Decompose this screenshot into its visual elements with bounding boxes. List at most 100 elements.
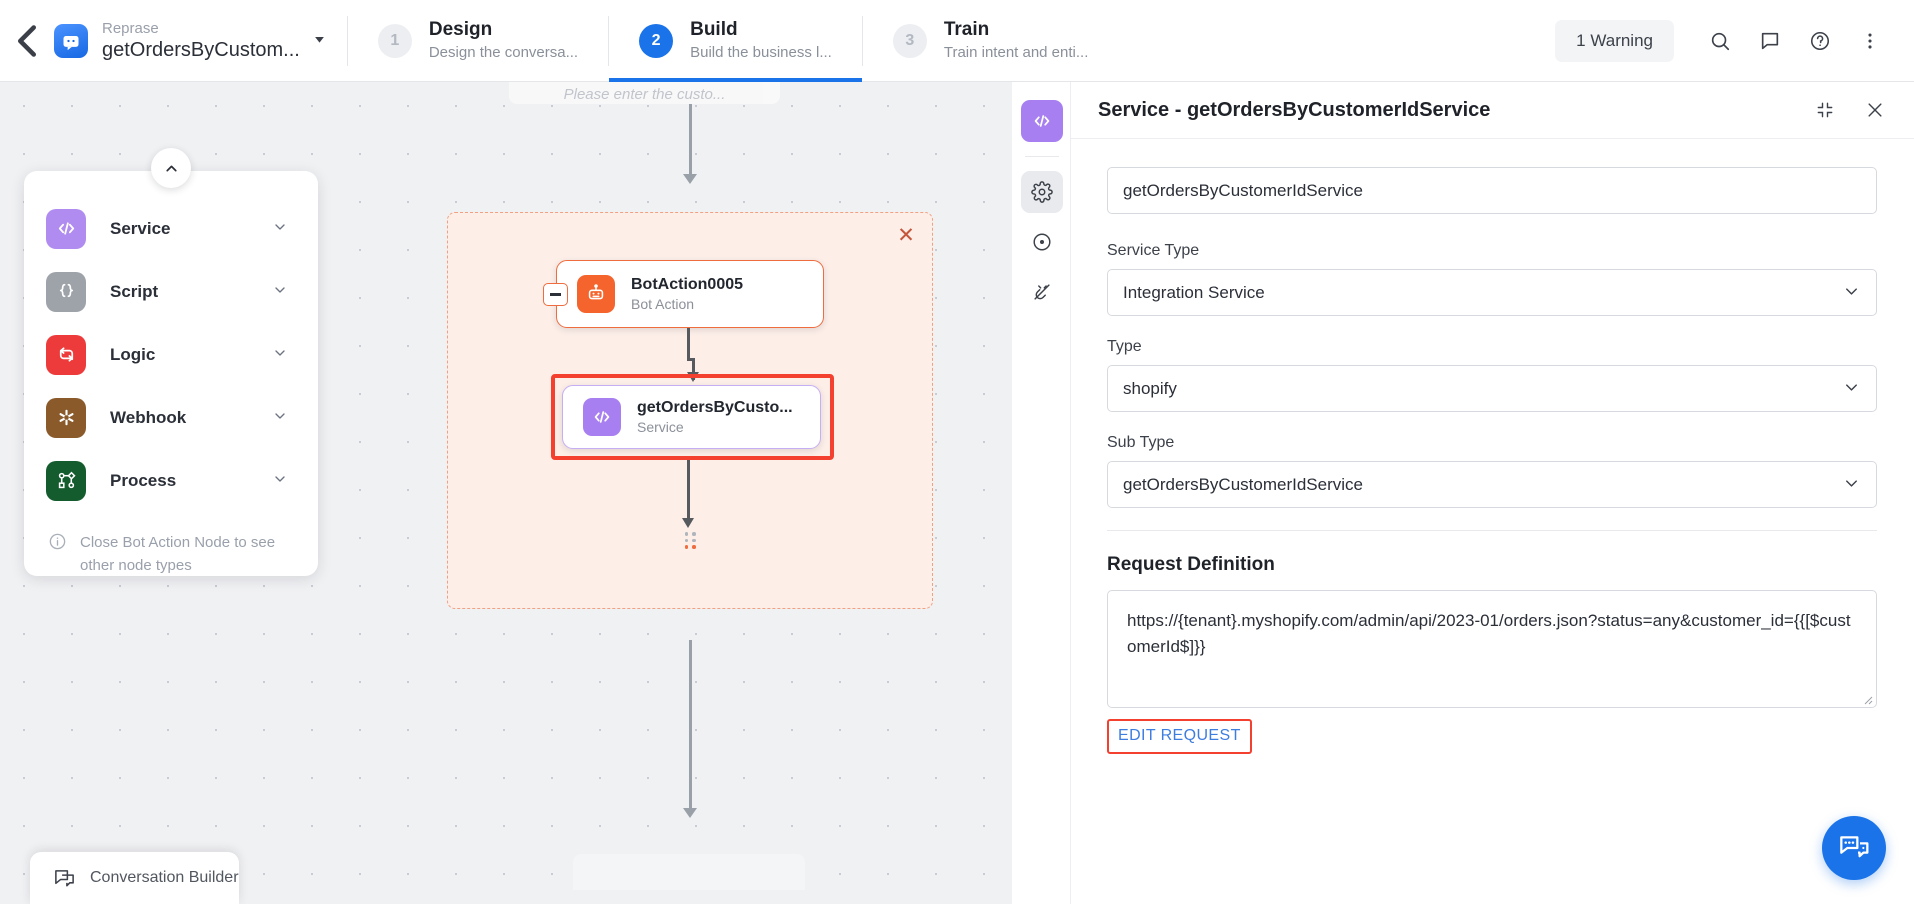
resize-grip-icon[interactable] — [1861, 693, 1873, 705]
divider — [1024, 156, 1059, 157]
connector-line — [687, 358, 695, 361]
node-graph-icon — [46, 460, 86, 501]
conversation-builder-button[interactable]: Conversation Builder — [30, 852, 239, 904]
step-subtitle: Build the business l... — [690, 44, 832, 61]
more-vertical-icon — [1868, 32, 1872, 49]
step-subtitle: Design the conversa... — [428, 44, 579, 61]
rail-button-settings[interactable] — [1020, 171, 1063, 213]
app-logo — [54, 23, 88, 58]
node-subtitle: Service — [637, 419, 684, 435]
palette-item-process[interactable]: Process — [24, 449, 318, 512]
connector-arrow — [683, 808, 697, 818]
palette-item-script[interactable]: Script — [24, 260, 318, 323]
chevron-up-icon — [165, 165, 177, 171]
plug-off-icon — [1033, 284, 1050, 300]
sub-type-select[interactable]: getOrdersByCustomerIdService — [1107, 461, 1877, 508]
selection-highlight — [551, 374, 834, 460]
node-service[interactable]: getOrdersByCusto... Service — [562, 385, 821, 449]
palette-collapse-button[interactable] — [151, 148, 191, 188]
panel-header: Service - getOrdersByCustomerIdService — [1071, 82, 1914, 139]
type-select[interactable]: shopify — [1107, 365, 1877, 412]
palette-item-webhook[interactable]: Webhook — [24, 386, 318, 449]
bot-selector[interactable]: Reprase getOrdersByCustom... — [54, 19, 347, 63]
robot-icon — [577, 275, 615, 313]
chat-widget-icon — [1840, 836, 1869, 858]
target-icon — [1032, 233, 1051, 251]
search-button[interactable] — [1698, 19, 1742, 63]
chat-bot-logo-icon — [63, 35, 79, 50]
request-url-value: https://{tenant}.myshopify.com/admin/api… — [1127, 611, 1851, 656]
panel-close-button[interactable] — [1858, 93, 1892, 127]
step-build[interactable]: 2 Build Build the business l... — [609, 0, 862, 82]
panel-title: Service - getOrdersByCustomerIdService — [1098, 98, 1491, 121]
step-number: 1 — [377, 23, 412, 58]
ghost-node-above: Please enter the custo... — [509, 82, 780, 104]
divider — [346, 15, 348, 66]
step-number: 3 — [892, 23, 927, 58]
palette-item-label: Process — [110, 470, 177, 490]
edit-request-link[interactable]: EDIT REQUEST — [1118, 727, 1241, 744]
divider — [608, 15, 610, 66]
chevron-down-icon[interactable] — [272, 408, 288, 427]
palette-item-logic[interactable]: Logic — [24, 323, 318, 386]
connector-line — [687, 460, 690, 522]
divider — [861, 15, 863, 66]
chevron-down-icon[interactable] — [272, 471, 288, 490]
node-palette: Service Script — [24, 148, 318, 576]
request-definition-label: Request Definition — [1107, 554, 1275, 575]
rail-button-service[interactable] — [1020, 100, 1063, 142]
palette-note-text: Close Bot Action Node to see other node … — [80, 534, 276, 574]
add-node-handle[interactable] — [679, 532, 701, 562]
back-button[interactable] — [0, 0, 54, 82]
brand-label: Reprase — [102, 19, 159, 37]
help-icon — [1810, 31, 1830, 50]
sub-type-value: getOrdersByCustomerIdService — [1123, 474, 1363, 494]
more-options-button[interactable] — [1848, 19, 1892, 63]
step-number: 2 — [639, 23, 674, 58]
connector-line — [689, 104, 692, 176]
info-icon — [49, 533, 66, 550]
edit-request-highlight: EDIT REQUEST — [1107, 719, 1252, 754]
collapse-icon — [1817, 102, 1833, 118]
chevron-down-icon[interactable] — [312, 32, 327, 50]
minus-icon[interactable] — [543, 283, 568, 306]
connector-line — [689, 640, 692, 810]
node-title: getOrdersByCusto... — [637, 399, 793, 416]
bot-name-label: getOrdersByCustom... — [102, 38, 300, 61]
top-bar: Reprase getOrdersByCustom... 1 Design De… — [0, 0, 1914, 82]
rail-button-disconnect[interactable] — [1021, 271, 1063, 313]
rail-button-target[interactable] — [1021, 221, 1063, 263]
palette-item-label: Logic — [110, 344, 156, 364]
request-url-textarea[interactable]: https://{tenant}.myshopify.com/admin/api… — [1107, 590, 1877, 708]
chevron-down-icon[interactable] — [272, 345, 288, 364]
code-brackets-icon — [1034, 115, 1049, 127]
service-name-value: getOrdersByCustomerIdService — [1123, 180, 1363, 200]
step-train[interactable]: 3 Train Train intent and enti... — [863, 0, 1119, 82]
comment-icon — [1761, 32, 1779, 49]
service-type-value: Integration Service — [1123, 282, 1265, 302]
service-name-input[interactable]: getOrdersByCustomerIdService — [1107, 167, 1877, 214]
node-bot-action[interactable]: BotAction0005 Bot Action — [543, 260, 824, 328]
panel-collapse-button[interactable] — [1808, 93, 1842, 127]
chat-widget-button[interactable] — [1822, 816, 1886, 880]
help-button[interactable] — [1798, 19, 1842, 63]
service-type-label: Service Type — [1107, 242, 1200, 259]
close-icon[interactable]: ✕ — [897, 224, 915, 247]
service-type-select[interactable]: Integration Service — [1107, 269, 1877, 316]
flow-canvas[interactable]: Please enter the custo... ✕ BotAction000… — [0, 82, 1012, 904]
node-title: BotAction0005 — [631, 276, 744, 293]
chevron-down-icon[interactable] — [272, 219, 288, 238]
ghost-node-label: Please enter the custo... — [563, 86, 726, 103]
conversation-builder-label: Conversation Builder — [90, 869, 239, 886]
step-design[interactable]: 1 Design Design the conversa... — [348, 0, 608, 82]
panel-body: getOrdersByCustomerIdService Service Typ… — [1071, 139, 1914, 904]
chevron-down-icon[interactable] — [272, 282, 288, 301]
chevron-down-icon — [1842, 282, 1861, 304]
node-subtitle: Bot Action — [631, 296, 695, 312]
comments-button[interactable] — [1748, 19, 1792, 63]
warning-badge[interactable]: 1 Warning — [1555, 19, 1674, 62]
ghost-node-below — [573, 854, 805, 890]
chat-bubbles-icon — [55, 869, 74, 886]
palette-item-service[interactable]: Service — [24, 197, 318, 260]
service-properties-panel: Service - getOrdersByCustomerIdService g… — [1071, 82, 1914, 904]
